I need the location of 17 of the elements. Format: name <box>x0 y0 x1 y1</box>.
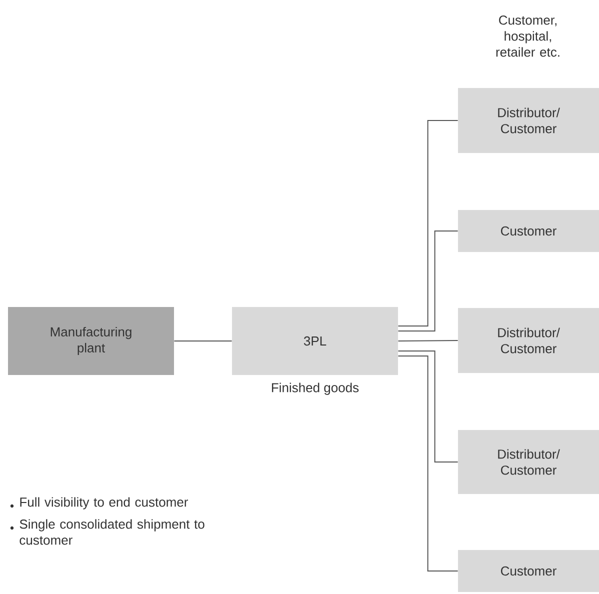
process-box: Customer <box>458 210 599 252</box>
process-box: 3PL <box>232 307 398 375</box>
process-box: Customer <box>458 550 599 592</box>
process-box: Distributor/ Customer <box>458 88 599 153</box>
connector-line <box>398 230 458 332</box>
process-box: Manufacturing plant <box>8 307 174 375</box>
note-text: Customer, hospital, retailer etc. <box>496 16 560 57</box>
connector-line <box>398 356 458 572</box>
node-caption: Finished goods <box>272 382 359 395</box>
connector-line <box>174 340 232 342</box>
bullet-text: Single consolidated shipment to customer <box>20 519 204 545</box>
connector-line <box>398 350 458 462</box>
bullet-text: Full visibility to end customer <box>20 497 188 510</box>
process-box: Distributor/ Customer <box>458 430 599 494</box>
process-box: Distributor/ Customer <box>458 308 599 373</box>
connector-line <box>398 120 458 326</box>
connector-line <box>398 340 458 342</box>
